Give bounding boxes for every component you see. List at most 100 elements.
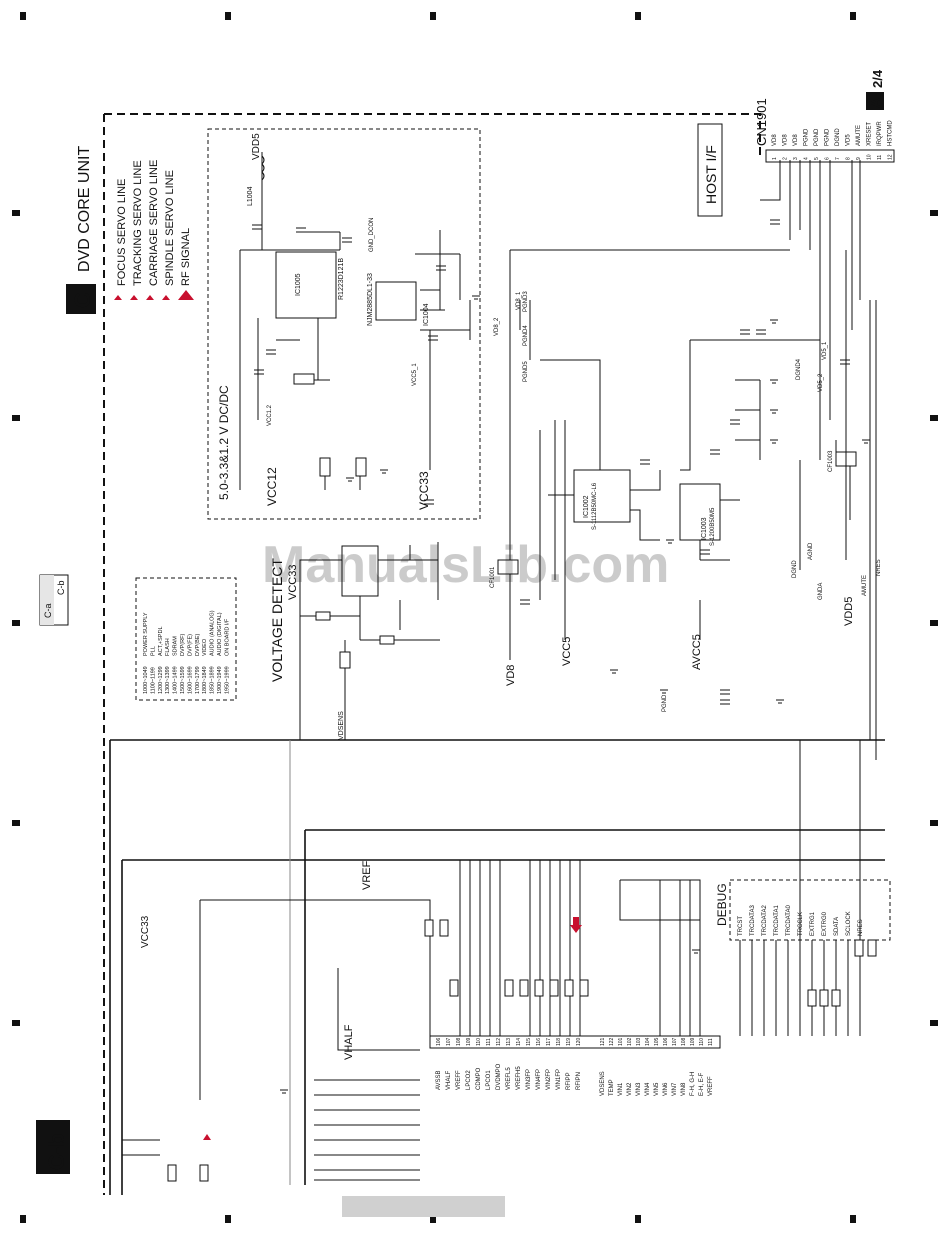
inductor-l1004 [261, 152, 265, 240]
connector-pin-number: 3 [793, 157, 799, 160]
side-tab-b: C-b [56, 580, 66, 595]
section-letter-box [66, 284, 96, 314]
page-badge: A 2/4 [866, 69, 885, 110]
dsp-pin-number: 105 [654, 1037, 660, 1046]
registration-marks [12, 12, 938, 1223]
vhalf-label: VHALF [343, 1024, 355, 1060]
page-badge-letter: A [867, 98, 883, 108]
connector-pin-number: 8 [846, 157, 852, 160]
legend-item-tracking: TRACKING SERVO LINE [130, 160, 144, 300]
page-badge-number: 2/4 [870, 69, 885, 88]
vdd5-top-label: VDD5 [251, 133, 262, 160]
svg-text:AGND: AGND [808, 542, 814, 560]
avcc5-label: AVCC5 [691, 634, 703, 670]
vdd5-label: VDD5 [843, 597, 855, 626]
part-list-desc: VIDEO [202, 638, 208, 656]
dsp-pin-number: 112 [496, 1038, 502, 1046]
vdsens-wire [299, 700, 346, 740]
vcc33-vd-label: VCC33 [287, 565, 299, 600]
svg-text:GND_DCON: GND_DCON [369, 218, 375, 252]
host-if-label: HOST I/F [703, 145, 719, 204]
dsp-pin-name: LPCO2 [466, 1070, 472, 1090]
dcdc-wires-2 [239, 470, 361, 490]
dsp-pin-name: VREFH5 [516, 1066, 522, 1090]
bus-line-3 [304, 829, 885, 1185]
svg-text:DGND: DGND [792, 560, 798, 578]
cf1001-box [497, 559, 519, 575]
connector-pin-name: PGND [804, 128, 810, 146]
svg-text:CF1001: CF1001 [490, 566, 496, 588]
legend-carriage-icon [146, 295, 154, 300]
voltage-detect-label: VOLTAGE DETECT [269, 558, 285, 682]
dsp-pin-number: 108 [681, 1037, 687, 1046]
dsp-pin-number: 110 [476, 1038, 482, 1046]
dsp-pin-number: 119 [566, 1038, 572, 1046]
host-if-block: HOST I/F [697, 123, 723, 217]
dsp-pin-number: 103 [636, 1037, 642, 1046]
connector-pin-name: AMUTE [856, 125, 862, 146]
legend: FOCUS SERVO LINE TRACKING SERVO LINE CAR… [114, 160, 194, 300]
svg-text:IC1002: IC1002 [583, 495, 590, 518]
dsp-pin-number: 111 [486, 1038, 492, 1046]
dsp-pin-name: VHALF [446, 1070, 452, 1090]
dsp-pin-name: LPCO1 [486, 1070, 492, 1090]
part-list-range: 1800~1849 [202, 666, 208, 694]
dsp-pin-name: TEMP [609, 1079, 615, 1096]
legend-tracking-label: TRACKING SERVO LINE [132, 160, 144, 286]
debug-signal: EXTRG1 [810, 911, 816, 936]
ic-voltage-detector [341, 545, 379, 597]
vcc12-label: VCC12 [265, 467, 279, 506]
connector-pin-number: 11 [877, 155, 883, 160]
dsp-pin-name: CDMPO [476, 1067, 482, 1090]
dsp-pin-name: VDSENS [600, 1071, 606, 1096]
dsp-pin-number: 108 [456, 1037, 462, 1046]
part-list-desc: AUDIO (DIGITAL) [217, 612, 223, 656]
svg-text:PGND5: PGND5 [523, 361, 529, 382]
dsp-pin-name: E-H, E-F [699, 1072, 705, 1096]
subsection-badge: C-b [36, 1120, 70, 1174]
dsp-pin-number: 109 [690, 1037, 696, 1046]
svg-text:VCC1.2: VCC1.2 [267, 404, 273, 426]
connector-pin-number: 5 [814, 157, 820, 160]
connector-pin-name: PGND [825, 128, 831, 146]
dsp-pin-name: VIN4FP [536, 1069, 542, 1090]
subsection-letter: C-b [44, 1133, 69, 1170]
svg-text:L1004: L1004 [247, 186, 254, 206]
dsp-pin-name: VIN6 [663, 1082, 669, 1096]
connector-pin-number: 4 [804, 157, 810, 160]
dsp-input-lines [122, 1079, 420, 1181]
dsp-area: VCC33 VREF VHALF 106AVSSB107VHALF108VREF… [109, 739, 885, 1195]
dsp-pin-name: VIN1FP [556, 1069, 562, 1090]
debug-signal: TRCDATA2 [762, 905, 768, 936]
dsp-pin-name: VIN3FP [526, 1069, 532, 1090]
debug-signal: TRCDATA1 [774, 905, 780, 936]
svg-text:IC1003: IC1003 [701, 517, 708, 540]
voltage-detect-block: VOLTAGE DETECT VCC33 VDSENS [269, 542, 440, 740]
dsp-pin-number: 106 [436, 1037, 442, 1046]
dsp-pin-name: VIN1 [618, 1082, 624, 1096]
debug-signal: EXTRG0 [822, 911, 828, 936]
connector-pin-number: 10 [867, 154, 873, 160]
debug-signal: TRCDATA0 [786, 905, 792, 936]
ic1002-box [573, 469, 631, 523]
dsp-pin-number: 109 [466, 1037, 472, 1046]
side-tab-a: C-a [43, 603, 53, 618]
part-list-desc: SDRAM [173, 636, 179, 656]
section-header: C DVD CORE UNIT [66, 146, 96, 314]
legend-spindle-icon [162, 295, 170, 300]
dsp-pin-number: 111 [708, 1038, 714, 1046]
legend-focus-icon [114, 295, 122, 300]
part-list-range: 1900~1949 [217, 666, 223, 694]
board-outline-top [104, 113, 774, 155]
svg-text:VD8_1: VD8_1 [516, 291, 522, 310]
dsp-pin-name: VREFF [456, 1070, 462, 1090]
legend-item-spindle: SPINDLE SERVO LINE [162, 170, 176, 300]
connector-pin-name: VD8 [783, 134, 789, 146]
connector-pin-number: 2 [783, 157, 789, 160]
part-list-range: 1100~1199 [150, 667, 156, 694]
svg-text:VD5_2: VD5_2 [818, 373, 824, 392]
part-list-desc: FLASH [165, 638, 171, 656]
connector-pin-name: HSTCMD [888, 120, 894, 146]
